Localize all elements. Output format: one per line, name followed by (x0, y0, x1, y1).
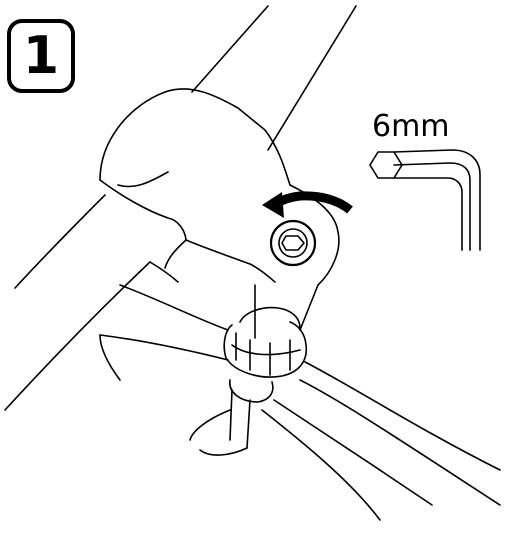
crossbar-tube (4, 194, 151, 411)
rotate-counterclockwise-arrow-icon (262, 191, 353, 218)
washer (229, 379, 274, 449)
tool-size-label: 6mm (372, 109, 450, 144)
upright-tube (191, 5, 357, 151)
bolt-head (269, 219, 317, 267)
step-number-badge: 1 (7, 19, 75, 93)
post-tube (254, 284, 319, 339)
clamp-joint (99, 88, 340, 286)
lower-frame-tube (99, 284, 501, 521)
hex-key-icon (369, 149, 481, 251)
hex-nut (223, 306, 308, 378)
